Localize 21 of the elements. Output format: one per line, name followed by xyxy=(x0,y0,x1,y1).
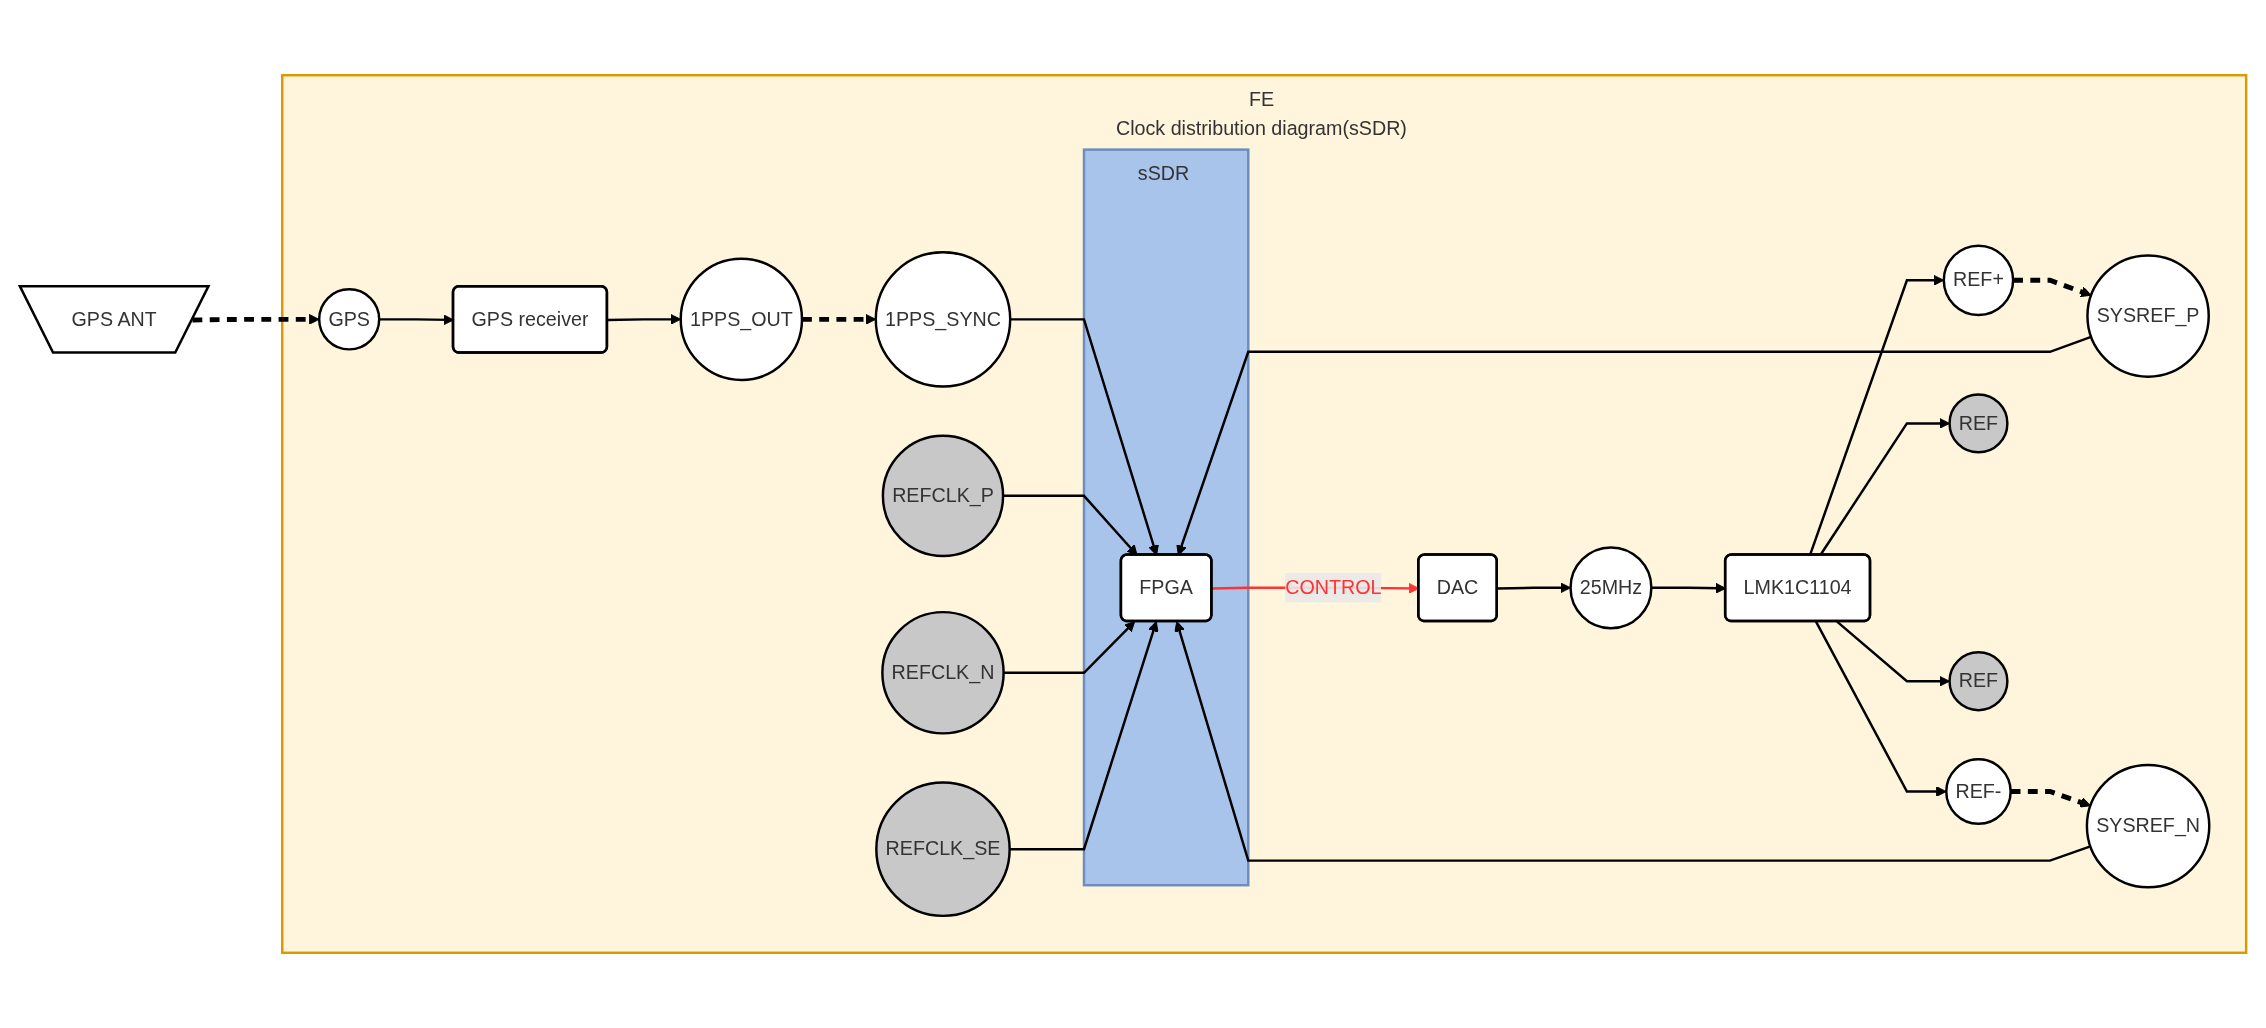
node-circle: REF- xyxy=(1945,758,2012,825)
arrow xyxy=(1003,621,1136,674)
arrow xyxy=(192,313,320,325)
node-circle: 1PPS_SYNC xyxy=(874,250,1012,388)
arrow xyxy=(2010,789,2091,808)
arrow xyxy=(1814,621,1947,797)
node-circle: REFCLK_SE xyxy=(875,781,1011,918)
node-circle: GPS xyxy=(317,288,381,351)
arrow xyxy=(2013,277,2092,298)
edge-label: CONTROL xyxy=(1285,576,1382,598)
node-circle: REF+ xyxy=(1942,244,2015,317)
arrow xyxy=(1009,621,1159,851)
node-circle: SYSREF_N xyxy=(2085,763,2211,889)
node-circle: 25MHz xyxy=(1569,546,1653,630)
arrow xyxy=(1174,621,2091,862)
node-circle: REF xyxy=(1948,651,2009,712)
node-circle: REFCLK_P xyxy=(881,434,1005,558)
node-circle: REF xyxy=(1948,393,2009,454)
node-circle: 1PPS_OUT xyxy=(679,257,804,382)
node-circle: REFCLK_N xyxy=(881,610,1005,735)
node-circle: SYSREF_P xyxy=(2086,254,2210,378)
